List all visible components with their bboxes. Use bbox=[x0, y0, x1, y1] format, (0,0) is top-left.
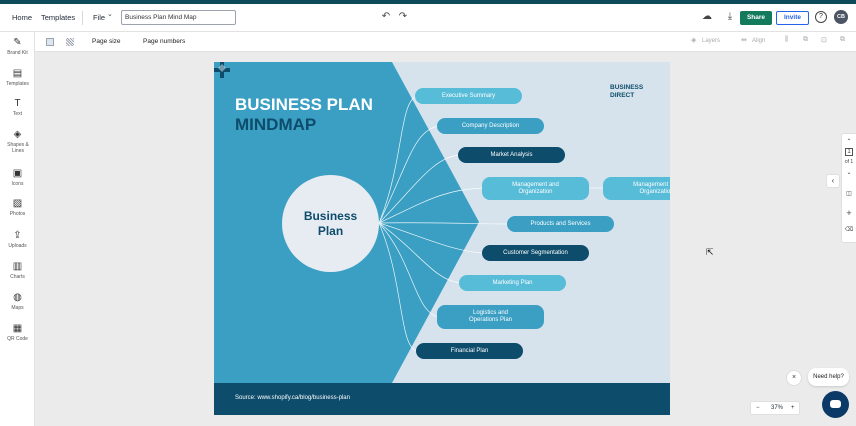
divider bbox=[82, 11, 83, 25]
pattern-swatch[interactable] bbox=[66, 38, 74, 46]
upload-icon: ⇪ bbox=[13, 230, 22, 241]
node-company-description[interactable]: Company Description bbox=[437, 118, 544, 134]
source-text[interactable]: Source: www.shopify.ca/blog/business-pla… bbox=[235, 395, 350, 401]
node-logistics-operations[interactable]: Logistics and Operations Plan bbox=[437, 305, 544, 329]
sidebar-item-brand-kit[interactable]: ✎ Brand Kit bbox=[0, 37, 35, 56]
photos-icon: ▨ bbox=[12, 198, 23, 209]
context-toolbar: Page size Page numbers ◈ Layers ⇹ Align … bbox=[35, 32, 856, 52]
chat-close-button[interactable]: × bbox=[786, 370, 802, 386]
chart-icon: ▥ bbox=[12, 261, 23, 272]
node-customer-segmentation[interactable]: Customer Segmentation bbox=[482, 245, 589, 261]
zoom-control: − 37% + bbox=[750, 401, 800, 415]
node-management-organization[interactable]: Management and Organization bbox=[482, 177, 589, 200]
right-page-panel: ⌃ 1 of 1 ⌄ ◫ + ⌫ bbox=[841, 133, 856, 243]
node-executive-summary[interactable]: Executive Summary bbox=[415, 88, 522, 104]
zoom-in-button[interactable]: + bbox=[791, 405, 795, 411]
shapes-icon: ◈ bbox=[13, 129, 22, 140]
sidebar-item-templates[interactable]: ▤ Templates bbox=[0, 68, 35, 87]
align-icon: ⇹ bbox=[741, 37, 747, 44]
mouse-cursor-icon: ⇱ bbox=[706, 247, 714, 257]
business-direct-logo-icon bbox=[214, 62, 230, 78]
sidebar-item-text[interactable]: T Text bbox=[0, 98, 35, 117]
node-management-organization-sub[interactable]: Management and Organization bbox=[603, 177, 670, 200]
sidebar-item-photos[interactable]: ▨ Photos bbox=[0, 198, 35, 217]
collapse-panel-icon[interactable]: ‹ bbox=[826, 174, 840, 188]
sidebar-item-label: QR Code bbox=[7, 336, 28, 342]
center-node[interactable]: Business Plan bbox=[282, 175, 379, 272]
sidebar-item-label: Uploads bbox=[8, 243, 27, 249]
sidebar-item-label: Icons bbox=[11, 181, 24, 187]
chat-button[interactable] bbox=[822, 391, 849, 418]
download-icon[interactable]: ⤓ bbox=[727, 11, 733, 22]
page-total-label: of 1 bbox=[844, 159, 854, 165]
business-direct-logo-text: BUSINESS DIRECT bbox=[610, 84, 644, 99]
headline-line-1[interactable]: BUSINESS PLAN bbox=[235, 95, 373, 114]
delete-page-icon[interactable]: ⌫ bbox=[844, 227, 854, 233]
design-footer: Source: www.shopify.ca/blog/business-pla… bbox=[214, 383, 670, 415]
sidebar-item-icons[interactable]: ▣ Icons bbox=[0, 168, 35, 187]
headline-line-2[interactable]: MINDMAP bbox=[235, 115, 317, 134]
sidebar-item-label: Shapes & Lines bbox=[7, 142, 29, 154]
sidebar-item-maps[interactable]: ◍ Maps bbox=[0, 292, 35, 311]
connector-lines bbox=[378, 95, 603, 352]
home-link[interactable]: Home bbox=[12, 13, 33, 22]
sidebar-item-qr-code[interactable]: ▦ QR Code bbox=[0, 323, 35, 342]
current-page-number[interactable]: 1 bbox=[845, 148, 853, 156]
redo-icon[interactable]: ↷ bbox=[398, 11, 408, 22]
sidebar-item-uploads[interactable]: ⇪ Uploads bbox=[0, 230, 35, 249]
duplicate-icon[interactable]: ⧉ bbox=[803, 36, 808, 43]
chevron-down-icon[interactable]: ⌄ bbox=[846, 170, 852, 176]
need-help-bubble[interactable]: Need help? bbox=[808, 368, 849, 386]
share-button[interactable]: Share bbox=[740, 11, 772, 25]
node-products-services[interactable]: Products and Services bbox=[507, 216, 614, 232]
lock-icon[interactable]: ⊡ bbox=[821, 37, 827, 44]
brand-kit-icon: ✎ bbox=[13, 37, 22, 48]
sidebar-item-label: Brand Kit bbox=[7, 50, 28, 56]
layers-icon: ◈ bbox=[691, 37, 697, 44]
node-market-analysis[interactable]: Market Analysis bbox=[458, 147, 565, 163]
center-node-line-1: Business bbox=[303, 208, 358, 223]
align-button[interactable]: Align bbox=[752, 38, 766, 44]
comment-icon[interactable]: ◫ bbox=[846, 191, 852, 197]
node-financial-plan[interactable]: Financial Plan bbox=[416, 343, 523, 359]
sidebar-item-label: Charts bbox=[10, 274, 25, 280]
copy-icon[interactable]: ⧉ bbox=[840, 36, 845, 43]
zoom-level[interactable]: 37% bbox=[771, 405, 784, 411]
undo-icon[interactable]: ↶ bbox=[381, 11, 391, 22]
chevron-down-icon[interactable]: ⌄ bbox=[107, 11, 113, 18]
sidebar-item-label: Photos bbox=[9, 211, 26, 217]
sidebar-item-label: Text bbox=[12, 111, 23, 117]
add-page-icon[interactable]: + bbox=[846, 208, 852, 218]
sidebar-item-label: Templates bbox=[6, 81, 29, 87]
layers-button[interactable]: Layers bbox=[702, 38, 721, 44]
top-bar: Home Templates File ⌄ ↶ ↷ ☁ ⤓ Share Invi… bbox=[0, 4, 856, 32]
top-accent-strip bbox=[0, 0, 856, 4]
document-title-input[interactable] bbox=[121, 10, 236, 25]
avatar[interactable]: CB bbox=[834, 10, 848, 24]
background-color-swatch[interactable] bbox=[46, 38, 54, 46]
map-icon: ◍ bbox=[13, 292, 22, 303]
distribute-icon[interactable]: ⫼ bbox=[785, 36, 789, 43]
cloud-save-icon[interactable]: ☁ bbox=[702, 11, 712, 22]
left-sidebar: ✎ Brand Kit ▤ Templates T Text ◈ Shapes … bbox=[0, 32, 35, 426]
chat-icon bbox=[830, 400, 841, 408]
sidebar-item-charts[interactable]: ▥ Charts bbox=[0, 261, 35, 280]
qr-code-icon: ▦ bbox=[12, 323, 23, 334]
sidebar-item-shapes-lines[interactable]: ◈ Shapes & Lines bbox=[0, 129, 35, 154]
zoom-out-button[interactable]: − bbox=[756, 405, 760, 411]
chevron-up-icon[interactable]: ⌃ bbox=[846, 139, 852, 145]
page-size-button[interactable]: Page size bbox=[92, 38, 121, 45]
help-icon[interactable]: ? bbox=[815, 11, 827, 23]
invite-button[interactable]: Invite bbox=[776, 11, 809, 25]
center-node-line-2: Plan bbox=[317, 223, 344, 238]
page-numbers-button[interactable]: Page numbers bbox=[143, 38, 186, 45]
templates-icon: ▤ bbox=[12, 68, 23, 79]
node-marketing-plan[interactable]: Marketing Plan bbox=[459, 275, 566, 291]
text-icon: T bbox=[14, 98, 21, 109]
icons-icon: ▣ bbox=[12, 168, 23, 179]
templates-link[interactable]: Templates bbox=[41, 13, 76, 22]
file-menu[interactable]: File bbox=[93, 13, 106, 22]
design-page[interactable]: BUSINESS PLAN MINDMAP Business Plan BUSI… bbox=[214, 62, 670, 415]
sidebar-item-label: Maps bbox=[11, 305, 24, 311]
